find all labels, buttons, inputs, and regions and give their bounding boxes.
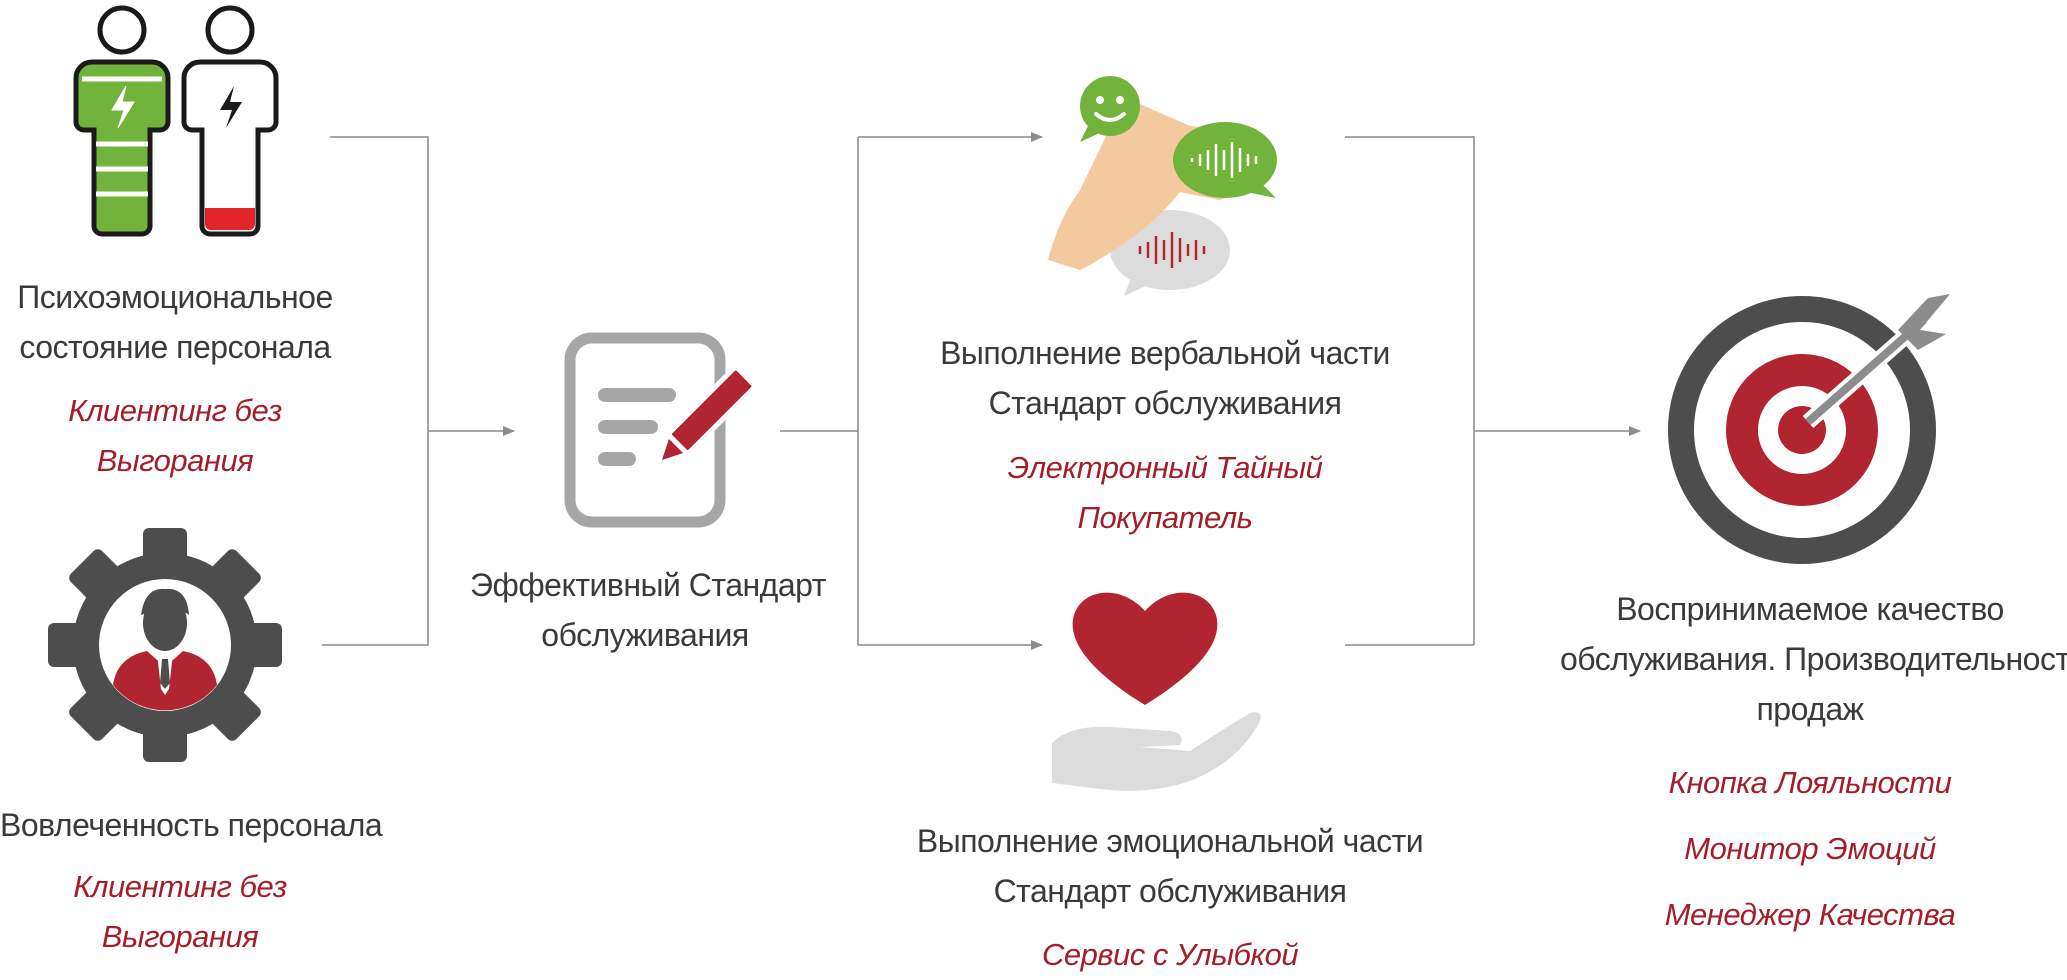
- verbal-title-line-1: Выполнение вербальной части: [940, 335, 1390, 371]
- standard-title-line-2: обслуживания: [541, 617, 749, 653]
- quality-title-line-2: обслуживания. Производительность: [1560, 641, 2067, 677]
- verbal-title-line-2: Стандарт обслуживания: [988, 385, 1342, 421]
- document-pen-icon: [564, 332, 757, 528]
- connector-engagement: [322, 431, 429, 646]
- psycho-tool: Клиентинг без Выгорания: [68, 393, 282, 478]
- engagement-title-line-1: Вовлеченность персонала: [0, 807, 383, 843]
- emotional-title-line-1: Выполнение эмоциональной части: [916, 823, 1424, 859]
- psycho-title-line-1: Психоэмоциональное: [17, 279, 333, 315]
- standard-title-line-1: Эффективный Стандарт: [470, 567, 826, 603]
- quality-title: Воспринимаемое качество обслуживания. Пр…: [1560, 584, 2067, 734]
- people-battery-icon: [73, 5, 279, 237]
- engagement-tool: Клиентинг без Выгорания: [73, 869, 287, 954]
- standard-title: Эффективный Стандарт обслуживания: [470, 560, 826, 660]
- emotional-title: Выполнение эмоциональной части Стандарт …: [900, 816, 1440, 916]
- quality-tool-2: Монитор Эмоций: [1684, 831, 1936, 866]
- connector-psycho: [330, 136, 429, 431]
- connector-verbal-out: [1345, 136, 1475, 645]
- quality-title-line-3: продаж: [1756, 691, 1864, 727]
- emotional-tool: Сервис с Улыбкой: [1041, 937, 1299, 972]
- target-arrow-icon: [1668, 294, 1950, 564]
- verbal-tool: Электронный Тайный Покупатель: [1007, 450, 1323, 535]
- gear-person-icon: [48, 528, 282, 762]
- psycho-title-line-2: состояние персонала: [19, 329, 331, 365]
- psycho-title: Психоэмоциональное состояние персонала: [0, 272, 350, 372]
- chat-bubbles-hand-icon: [1048, 76, 1277, 296]
- quality-tool-1: Кнопка Лояльности: [1668, 765, 1952, 800]
- quality-tool-3: Менеджер Качества: [1664, 897, 1956, 932]
- engagement-title: Вовлеченность персонала: [0, 800, 383, 850]
- quality-title-line-1: Воспринимаемое качество: [1616, 591, 2004, 627]
- verbal-title: Выполнение вербальной части Стандарт обс…: [920, 328, 1410, 428]
- emotional-title-line-2: Стандарт обслуживания: [993, 873, 1347, 909]
- heart-hand-icon: [1052, 592, 1261, 791]
